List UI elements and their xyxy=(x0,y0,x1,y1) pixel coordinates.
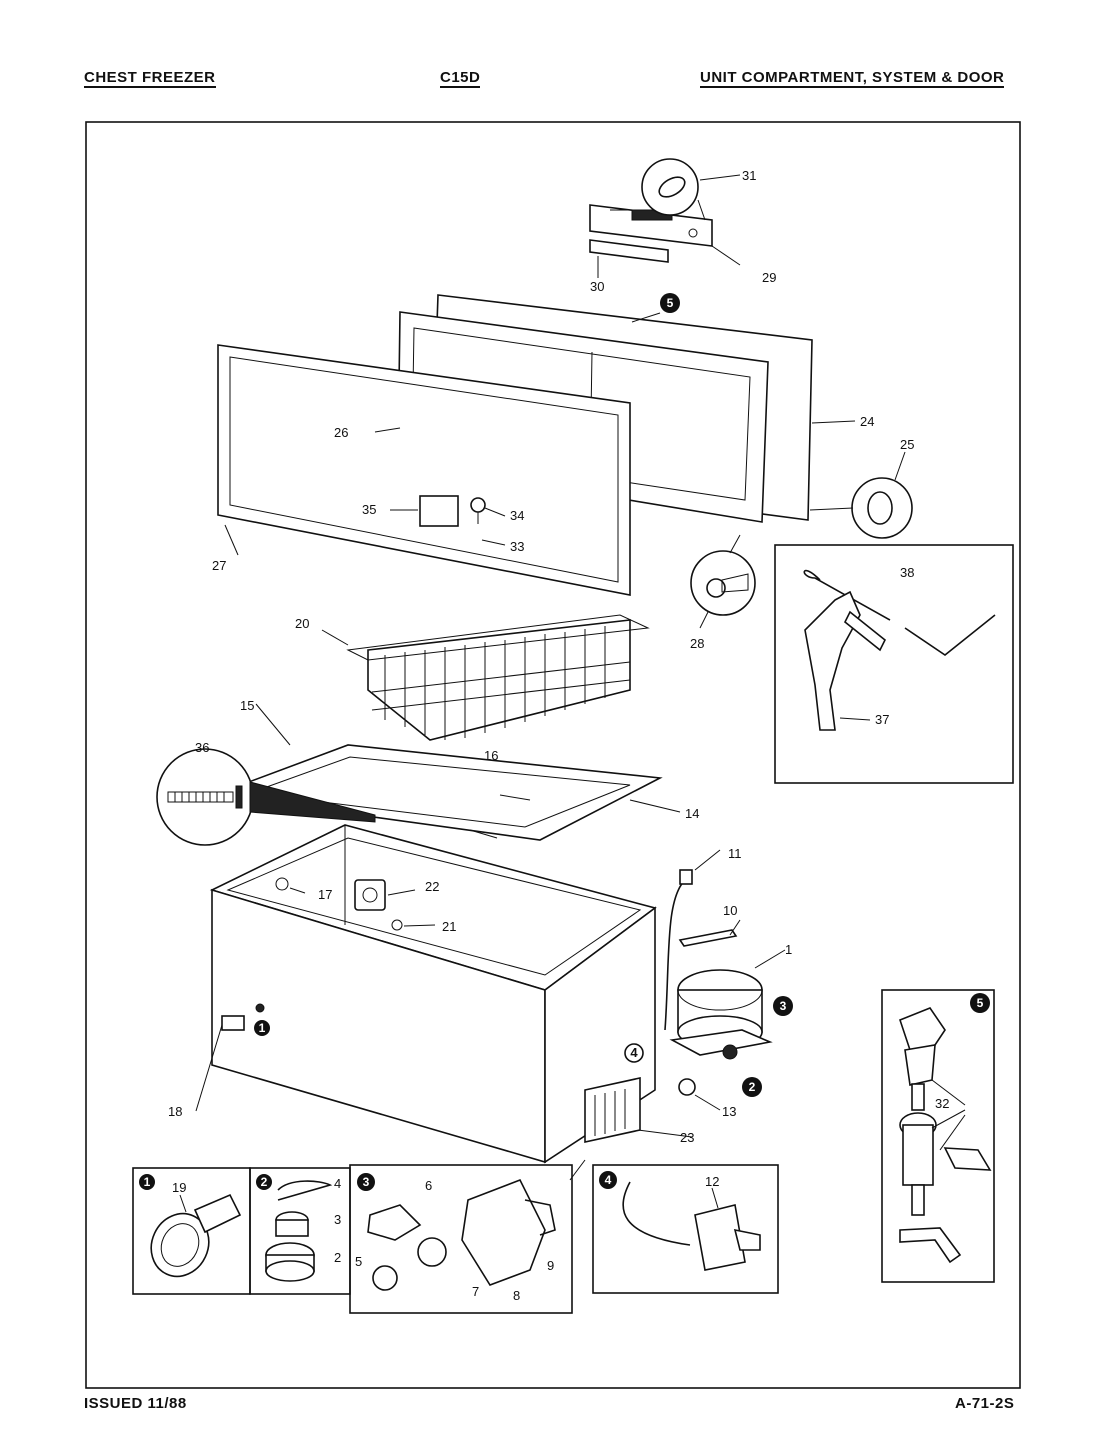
callout-14: 14 xyxy=(685,806,699,821)
callout-11: 11 xyxy=(728,846,742,861)
header-product-type: CHEST FREEZER xyxy=(84,69,216,88)
callout-35: 35 xyxy=(362,502,376,517)
svg-text:4: 4 xyxy=(605,1173,612,1187)
callout-29: 29 xyxy=(762,270,776,285)
detail-panel-1: 1 xyxy=(132,1167,251,1295)
svg-text:2: 2 xyxy=(261,1175,268,1189)
callout-38: 38 xyxy=(900,565,914,580)
callout-28: 28 xyxy=(690,636,704,651)
svg-text:1: 1 xyxy=(144,1175,151,1189)
callout-19: 19 xyxy=(172,1180,186,1195)
callout-34: 34 xyxy=(510,508,524,523)
lid-assembly xyxy=(217,294,856,596)
lock-detail-box: 5 xyxy=(881,989,995,1283)
svg-text:5: 5 xyxy=(977,996,984,1010)
svg-text:2: 2 xyxy=(749,1080,756,1094)
header-model-number: C15D xyxy=(440,69,481,88)
callout-5: 5 xyxy=(355,1254,362,1269)
callout-21: 21 xyxy=(442,919,456,934)
detail-panel-2: 2 xyxy=(249,1167,351,1295)
callout-25: 25 xyxy=(900,437,914,452)
badge-2: 2 xyxy=(742,1077,762,1097)
callout-32: 32 xyxy=(935,1096,949,1111)
door-label-plate xyxy=(419,495,459,527)
svg-text:4: 4 xyxy=(630,1045,638,1060)
callout-30: 30 xyxy=(590,279,604,294)
door-gasket xyxy=(217,344,631,596)
callout-10: 10 xyxy=(723,903,737,918)
callout-16: 16 xyxy=(484,748,498,763)
handle-pin-detail xyxy=(641,158,699,216)
callout-7: 7 xyxy=(472,1284,479,1299)
callout-31: 31 xyxy=(742,168,756,183)
breaker-strip xyxy=(213,703,681,841)
callout-3: 3 xyxy=(334,1212,341,1227)
callout-24: 24 xyxy=(860,414,874,429)
svg-text:3: 3 xyxy=(780,999,787,1013)
callout-labels: 31 29 30 24 25 26 35 34 33 27 28 38 37 2… xyxy=(168,168,949,1303)
callout-18: 18 xyxy=(168,1104,182,1119)
callout-33: 33 xyxy=(510,539,524,554)
callout-6: 6 xyxy=(425,1178,432,1193)
callout-37: 37 xyxy=(875,712,889,727)
badge-5: 5 xyxy=(660,293,680,313)
detail-panel-3: 3 xyxy=(349,1164,573,1314)
badge-4: 4 xyxy=(624,1043,644,1063)
callout-17: 17 xyxy=(318,887,332,902)
screw-detail xyxy=(156,748,376,846)
callout-36: 36 xyxy=(195,740,209,755)
callout-23: 23 xyxy=(680,1130,694,1145)
freezer-cabinet xyxy=(195,824,657,1164)
callout-8: 8 xyxy=(513,1288,520,1303)
callout-13: 13 xyxy=(722,1104,736,1119)
callout-1: 1 xyxy=(785,942,792,957)
callout-22: 22 xyxy=(425,879,439,894)
unit-grille xyxy=(584,1077,641,1143)
svg-text:5: 5 xyxy=(667,296,674,310)
callout-9: 9 xyxy=(547,1258,554,1273)
svg-text:1: 1 xyxy=(259,1021,266,1035)
wire-basket xyxy=(321,614,650,741)
header-section-title: UNIT COMPARTMENT, SYSTEM & DOOR xyxy=(700,69,1005,88)
lid-hinge-clip-detail xyxy=(690,534,756,629)
callout-4: 4 xyxy=(334,1176,341,1191)
footer-page-code: A-71-2S xyxy=(955,1395,1015,1412)
handle-assembly xyxy=(589,158,741,278)
svg-text:3: 3 xyxy=(363,1175,370,1189)
badge-3: 3 xyxy=(773,996,793,1016)
callout-2: 2 xyxy=(334,1250,341,1265)
hinge-detail-box xyxy=(774,544,1014,784)
badge-1: 1 xyxy=(254,1020,270,1036)
callout-15: 15 xyxy=(240,698,254,713)
lid-bumper-detail xyxy=(809,451,913,539)
footer-issue-date: ISSUED 11/88 xyxy=(84,1395,187,1412)
callout-27: 27 xyxy=(212,558,226,573)
compressor-assembly xyxy=(569,849,786,1181)
callout-12: 12 xyxy=(705,1174,719,1189)
detail-panel-4: 4 xyxy=(592,1164,779,1294)
diagram-frame xyxy=(85,121,1021,1389)
callout-26: 26 xyxy=(334,425,348,440)
callout-20: 20 xyxy=(295,616,309,631)
